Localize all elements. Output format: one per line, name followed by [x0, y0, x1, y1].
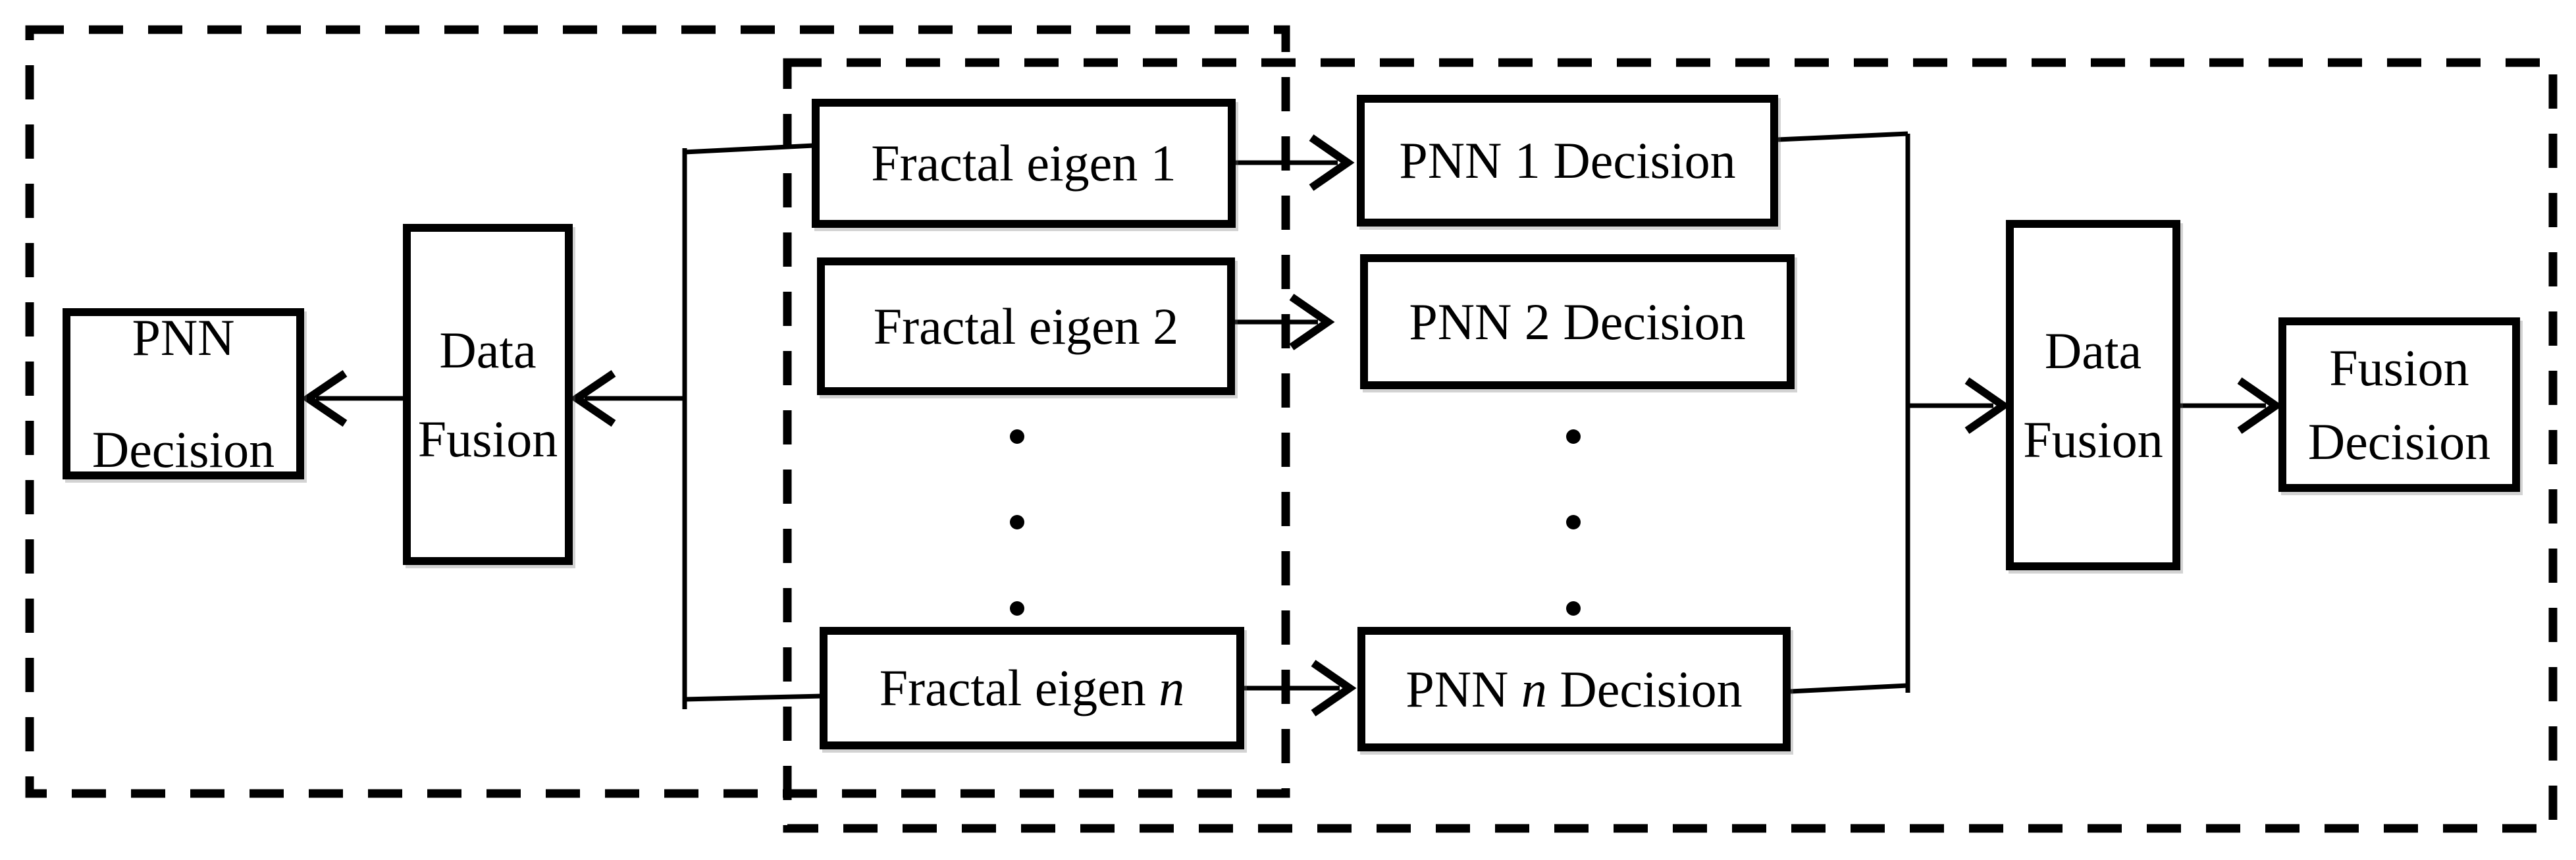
- right-collector-top-branch: [1777, 131, 1908, 142]
- fractal-eigen-n-box: Fractal eigen n: [820, 627, 1244, 749]
- data-fusion-right-box: Data Fusion: [2006, 220, 2180, 570]
- label-text: PNN 1 Decision: [1399, 132, 1736, 190]
- label-text: PNN 2 Decision: [1409, 292, 1746, 350]
- arrowhead-right-data-fusion: [1964, 377, 2011, 434]
- ellipsis-dot: [1010, 601, 1024, 616]
- pnn-decision-label: PNN Decision: [92, 282, 275, 506]
- data-fusion-left-box: Data Fusion: [403, 224, 573, 565]
- arrowhead-pnn-2: [1289, 294, 1335, 350]
- fractal-eigen-n-label: Fractal eigen n: [880, 657, 1184, 719]
- fractal-eigen-1-label: Fractal eigen 1: [871, 132, 1176, 194]
- pnn-n-decision-box: PNN n Decision: [1357, 627, 1791, 751]
- fractal-eigen-1-box: Fractal eigen 1: [812, 99, 1236, 228]
- pnn-decision-box: PNN Decision: [63, 308, 304, 479]
- fractal-column-ellipsis: [1010, 429, 1024, 616]
- ellipsis-dot: [1010, 429, 1024, 444]
- ellipsis-dot: [1566, 515, 1581, 529]
- label-text: Fractal eigen 2: [873, 297, 1179, 355]
- pnn-column-ellipsis: [1566, 429, 1581, 616]
- label-text: PNN: [1406, 660, 1521, 718]
- pnn-n-decision-label: PNN n Decision: [1406, 658, 1742, 720]
- ellipsis-dot: [1566, 601, 1581, 616]
- fusion-decision-label: Fusion Decision: [2308, 331, 2490, 479]
- left-collector-top-branch: [684, 143, 814, 155]
- label-line-2: Decision: [92, 421, 275, 478]
- label-text: Fractal eigen: [879, 659, 1159, 717]
- pnn-1-decision-box: PNN 1 Decision: [1357, 95, 1778, 227]
- arrowhead-left-data-fusion: [569, 370, 616, 427]
- fusion-decision-box: Fusion Decision: [2278, 317, 2520, 492]
- arrowhead-pnn-decision: [301, 370, 348, 427]
- ellipsis-dot: [1010, 515, 1024, 529]
- label-variable: n: [1521, 660, 1547, 718]
- fractal-eigen-2-box: Fractal eigen 2: [817, 257, 1235, 395]
- pnn-2-decision-box: PNN 2 Decision: [1360, 254, 1795, 389]
- label-line-2: Fusion: [2023, 411, 2163, 468]
- data-fusion-right-label: Data Fusion: [2023, 306, 2163, 484]
- data-fusion-left-label: Data Fusion: [418, 306, 558, 483]
- right-collector-bottom-branch: [1790, 683, 1908, 694]
- arrowhead-pnn-1: [1309, 134, 1355, 191]
- arrowhead-pnn-n: [1311, 660, 1357, 716]
- label-text: Fractal eigen 1: [871, 134, 1176, 192]
- label-line-1: Data: [439, 321, 537, 379]
- label-line-1: Fusion: [2329, 338, 2469, 396]
- fractal-eigen-2-label: Fractal eigen 2: [874, 296, 1178, 358]
- label-variable: n: [1159, 659, 1185, 717]
- left-collector-bottom-branch: [684, 693, 824, 702]
- label-text: Decision: [1546, 660, 1743, 718]
- pnn-2-decision-label: PNN 2 Decision: [1409, 291, 1745, 353]
- label-line-2: Decision: [2307, 412, 2491, 470]
- right-dashed-group-border: [783, 58, 2558, 833]
- label-line-1: PNN: [132, 309, 235, 366]
- label-line-2: Fusion: [417, 410, 558, 468]
- pnn-1-decision-label: PNN 1 Decision: [1399, 130, 1735, 192]
- arrowhead-fusion-decision: [2237, 377, 2283, 434]
- ellipsis-dot: [1566, 429, 1581, 444]
- label-line-1: Data: [2044, 322, 2142, 379]
